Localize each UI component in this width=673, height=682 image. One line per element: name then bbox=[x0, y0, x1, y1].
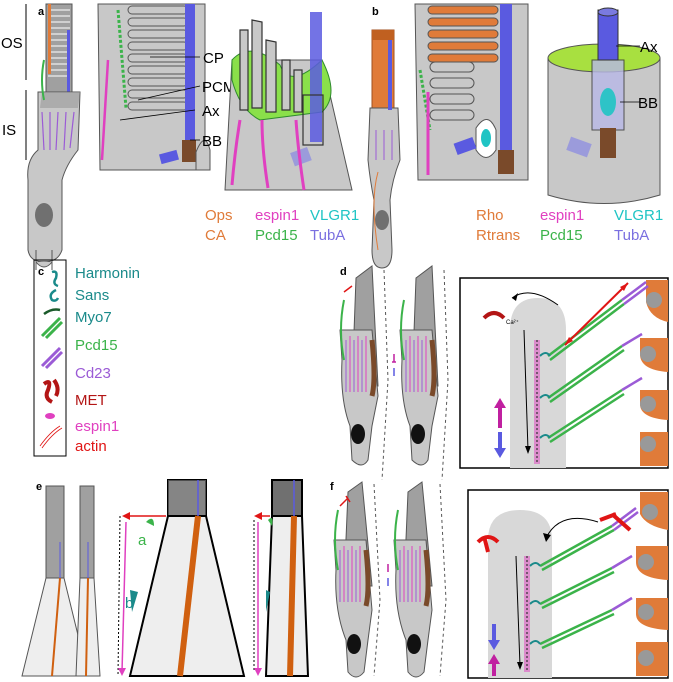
panel-c-label: c bbox=[38, 266, 44, 278]
actin-icon bbox=[39, 425, 63, 449]
rod-cell-d1 bbox=[339, 265, 379, 466]
bb-label-a: BB bbox=[202, 133, 222, 150]
panel-c: c Harmonin Sans Myo7 Pcd15 Cd23 MET espi… bbox=[33, 259, 140, 457]
cone-large-e3: a b bbox=[117, 479, 246, 677]
cone-large-e4 bbox=[253, 479, 310, 677]
legend-b-vlgr1: VLGR1 bbox=[614, 207, 663, 224]
panel-a-zoom2 bbox=[224, 12, 353, 191]
panel-c-box bbox=[33, 259, 67, 457]
pcm-label: PCM bbox=[202, 79, 235, 96]
legend-c-met: MET bbox=[75, 392, 107, 409]
rpe-boundary-f2 bbox=[439, 483, 447, 677]
legend-a-ops: Ops bbox=[205, 207, 233, 224]
ca-ion-label: Ca²⁺ bbox=[506, 319, 519, 326]
legend-a-ca: CA bbox=[205, 227, 226, 244]
panel-b-legend: Rho Rtrans espin1 Pcd15 VLGR1 TubA bbox=[476, 207, 663, 244]
ax-label-b: Ax bbox=[640, 39, 658, 56]
myo7-icon bbox=[43, 308, 61, 316]
legend-c-myo7: Myo7 bbox=[75, 309, 112, 326]
legend-c-pcd15: Pcd15 bbox=[75, 337, 118, 354]
panel-b-zoom2: Ax BB bbox=[547, 7, 661, 204]
rod-cell-d2 bbox=[392, 265, 439, 466]
cd23-icon bbox=[40, 346, 64, 370]
legend-b-tuba: TubA bbox=[614, 227, 649, 244]
panel-f-inset bbox=[467, 489, 669, 679]
is-label: IS bbox=[2, 122, 16, 139]
rod-cell-small-b bbox=[367, 29, 401, 269]
panel-a: a OS IS bbox=[1, 3, 359, 270]
legend-b-espin1: espin1 bbox=[540, 207, 584, 224]
rod-cell-f1 bbox=[333, 481, 373, 678]
legend-c-sans: Sans bbox=[75, 287, 109, 304]
rpe-boundary-d2 bbox=[441, 269, 449, 481]
panel-b-label: b bbox=[372, 6, 379, 18]
cone-small-e1 bbox=[21, 485, 89, 677]
panel-d: d bbox=[339, 265, 669, 481]
sans-icon bbox=[49, 288, 60, 302]
legend-a-tuba: TubA bbox=[310, 227, 345, 244]
panel-a-legend: Ops CA espin1 Pcd15 VLGR1 TubA bbox=[205, 207, 359, 244]
rpe-boundary-d1 bbox=[381, 269, 389, 481]
cp-label: CP bbox=[203, 50, 224, 67]
panel-e-label: e bbox=[36, 481, 42, 493]
legend-c-harmonin: Harmonin bbox=[75, 265, 140, 282]
os-label: OS bbox=[1, 35, 23, 52]
panel-a-zoom1: CP PCM Ax BB bbox=[97, 3, 235, 171]
rpe-boundary-f1 bbox=[373, 483, 381, 677]
espin1-icon bbox=[45, 413, 55, 419]
panel-f: f bbox=[330, 481, 669, 679]
legend-b-rtrans: Rtrans bbox=[476, 227, 520, 244]
bb-label-b: BB bbox=[638, 95, 658, 112]
legend-b-rho: Rho bbox=[476, 207, 504, 224]
panel-a-label: a bbox=[38, 6, 45, 18]
legend-c-cd23: Cd23 bbox=[75, 365, 111, 382]
rod-cell-small-a bbox=[27, 3, 81, 270]
harmonin-icon bbox=[51, 270, 59, 288]
legend-a-vlgr1: VLGR1 bbox=[310, 207, 359, 224]
panel-b-zoom1 bbox=[414, 3, 529, 181]
met-icon bbox=[42, 378, 60, 404]
panel-b: b bbox=[367, 3, 663, 269]
legend-c-actin: actin bbox=[75, 438, 107, 455]
marker-a: a bbox=[138, 532, 147, 549]
legend-b-pcd15: Pcd15 bbox=[540, 227, 583, 244]
rod-cell-f2 bbox=[387, 481, 433, 678]
panel-d-label: d bbox=[340, 266, 347, 278]
panel-e: e a b bbox=[21, 479, 310, 677]
legend-c-espin1: espin1 bbox=[75, 418, 119, 435]
legend-a-pcd15: Pcd15 bbox=[255, 227, 298, 244]
pcd15-icon bbox=[40, 316, 64, 340]
legend-a-espin1: espin1 bbox=[255, 207, 299, 224]
cone-small-e2 bbox=[75, 485, 101, 677]
marker-b: b bbox=[125, 595, 133, 612]
panel-f-label: f bbox=[330, 481, 334, 493]
ax-label-a: Ax bbox=[202, 103, 220, 120]
panel-d-inset: Ca²⁺ bbox=[459, 277, 669, 469]
